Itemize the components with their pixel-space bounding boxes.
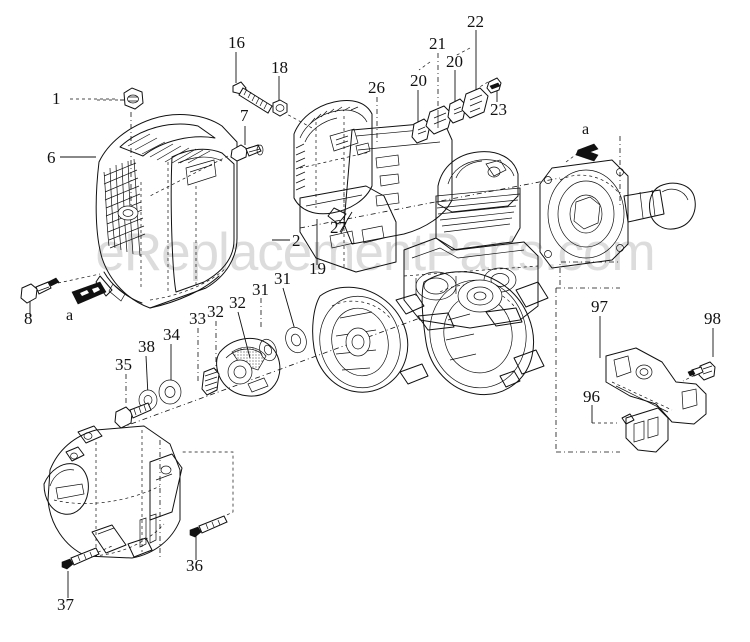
callout-34: 34	[163, 325, 180, 344]
callout-31-b: 31	[252, 280, 269, 299]
callout-97: 97	[591, 297, 608, 316]
part-6-engine-cover	[95, 114, 238, 309]
callout-33: 33	[189, 309, 206, 328]
part-18-nut	[272, 99, 288, 117]
callout-20-a: 20	[410, 71, 427, 90]
callout-18: 18	[271, 58, 288, 77]
engine-cylinder-crankcase	[403, 151, 539, 331]
callout-32-a: 32	[229, 293, 246, 312]
air-cleaner-cover	[293, 100, 373, 215]
callout-7: 7	[240, 106, 249, 125]
callout-23: 23	[490, 100, 507, 119]
part-1-nut	[123, 87, 144, 110]
callout-22: 22	[467, 12, 484, 31]
callout-1: 1	[52, 89, 61, 108]
crankcase-half	[421, 271, 549, 396]
callout-36: 36	[186, 556, 203, 575]
callout-19: 19	[309, 259, 326, 278]
callout-37: 37	[57, 595, 74, 614]
air-cleaner-body	[299, 121, 453, 273]
carburetor-small-parts	[411, 77, 502, 144]
callout-38: 38	[138, 337, 155, 356]
recoil-starter	[539, 143, 696, 269]
clutch-assembly	[114, 326, 307, 429]
callout-16: 16	[228, 33, 245, 52]
callout-2: 2	[292, 231, 301, 250]
callout-35: 35	[115, 355, 132, 374]
callout-8: 8	[24, 309, 33, 328]
part-16-bolt	[232, 81, 273, 114]
callout-27: 27	[330, 218, 347, 237]
callout-marker-a-right: a	[582, 121, 590, 138]
callout-31-a: 31	[274, 269, 291, 288]
flywheel-housing	[312, 286, 429, 393]
part-37-screw	[61, 547, 100, 570]
part-36-screw	[189, 515, 228, 538]
callout-96: 96	[583, 387, 600, 406]
callout-marker-a-left: a	[66, 307, 74, 324]
callout-26: 26	[368, 78, 385, 97]
callout-21: 21	[429, 34, 446, 53]
handle-bracket-assembly	[605, 347, 716, 453]
callout-6: 6	[47, 148, 56, 167]
part-8-screw	[20, 273, 101, 304]
callout-20-b: 20	[446, 52, 463, 71]
callout-98: 98	[704, 309, 721, 328]
clutch-housing	[43, 425, 183, 560]
part-7-screw	[149, 144, 264, 197]
callout-32-b: 32	[207, 302, 224, 321]
marker-a-left	[71, 281, 107, 305]
